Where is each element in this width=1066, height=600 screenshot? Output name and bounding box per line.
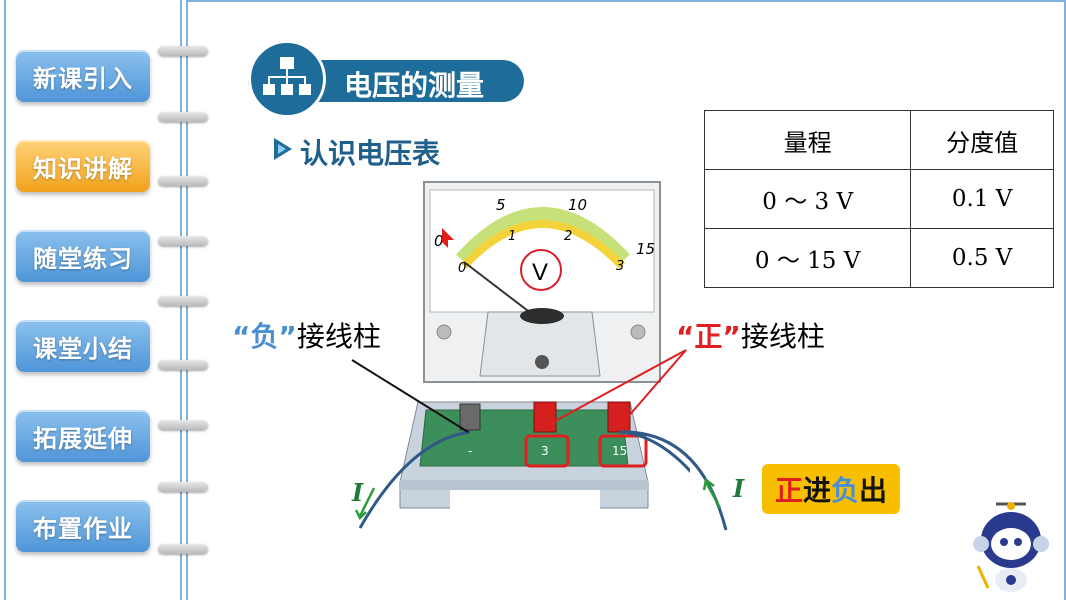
pivot [520, 308, 564, 324]
mount-screw [436, 324, 452, 340]
rule-badge: 正进负出 [762, 464, 900, 514]
current-label-left: I [352, 478, 364, 507]
scale-upper-arc [456, 207, 630, 266]
nav-label: 课堂小结 [33, 334, 133, 363]
binder-ring [158, 236, 208, 246]
table-header: 分度值 [910, 110, 1054, 170]
robot-mascot-icon [973, 502, 1049, 592]
rule-char-negative: 负 [831, 474, 860, 507]
table-cell: 0.5 V [910, 228, 1054, 288]
terminal-label: 15 [612, 444, 627, 458]
highlight-box [524, 434, 570, 468]
binder-ring [158, 360, 208, 370]
current-arrow-icon [702, 477, 715, 491]
negative-quote: “负” [232, 320, 297, 353]
wire-right [621, 430, 690, 474]
negative-terminal-label: “负”接线柱 [232, 315, 381, 355]
current-arrow-icon [354, 509, 367, 521]
binder-ring [158, 482, 208, 492]
wire-left [358, 430, 471, 529]
scale-label: 0 [458, 261, 466, 276]
nav-item-homework[interactable]: 布置作业 [16, 500, 150, 552]
nav-item-summary[interactable]: 课堂小结 [16, 320, 150, 372]
scale-lower-arc [461, 220, 625, 269]
negative-pointer-line [351, 359, 469, 433]
nav-item-knowledge[interactable]: 知识讲解 [16, 140, 150, 192]
positive-terminal-label: “正”接线柱 [676, 315, 825, 355]
current-arrow-icon [358, 487, 376, 517]
binder-ring [158, 46, 208, 56]
scale-label: 15 [636, 240, 655, 258]
nav-label: 随堂练习 [33, 244, 133, 273]
table-cell: 0.1 V [910, 169, 1054, 229]
terminal-label: 3 [541, 444, 549, 458]
nav-label: 布置作业 [33, 514, 133, 543]
frame-line [186, 0, 1066, 2]
voltmeter-illustration: 0 5 10 15 0 1 2 3 V - 3 15 [351, 181, 690, 529]
positive-terminal-15 [607, 401, 631, 433]
nav-label: 拓展延伸 [33, 424, 133, 453]
nav-item-extension[interactable]: 拓展延伸 [16, 410, 150, 462]
table-row: 0 ～ 3 V 0.1 V [703, 169, 1054, 229]
zero-adjust-screw [535, 355, 549, 369]
base-lip [400, 480, 648, 490]
positive-quote: “正” [676, 320, 741, 353]
binder-ring [158, 176, 208, 186]
positive-terminal-3 [533, 401, 557, 433]
play-triangle-icon [272, 136, 294, 166]
highlight-box [598, 434, 648, 468]
rule-char-in: 进 [802, 474, 831, 507]
frame-line [4, 0, 6, 600]
current-label-right: I [733, 474, 745, 503]
positive-pointer-line [545, 349, 687, 427]
zero-arrow-icon [442, 228, 454, 248]
wire-right-tail [620, 430, 728, 531]
table-cell: 0 ～ 3 V [703, 169, 912, 229]
voltmeter-symbol: V [532, 259, 548, 286]
scale-label: 0 [434, 232, 444, 250]
scale-label: 1 [508, 229, 516, 244]
range-table: 量程 分度值 0 ～ 3 V 0.1 V 0 ～ 15 V 0.5 V [703, 110, 1054, 288]
table-cell: 0 ～ 15 V [703, 228, 912, 288]
nav-item-practice[interactable]: 随堂练习 [16, 230, 150, 282]
mount-screw [630, 324, 646, 340]
nav-item-new-lesson[interactable]: 新课引入 [16, 50, 150, 102]
scale-label: 10 [568, 196, 587, 214]
terminal-label: - [468, 444, 472, 458]
scale-label: 3 [616, 259, 624, 274]
rule-char-out: 出 [859, 474, 888, 507]
scale-label: 2 [564, 229, 572, 244]
binder-ring [158, 544, 208, 554]
positive-pointer-line [619, 349, 687, 427]
table-row: 0 ～ 15 V 0.5 V [703, 228, 1054, 288]
binder-ring [158, 112, 208, 122]
negative-text: 接线柱 [296, 320, 381, 353]
section-title: 电压的测量 [344, 69, 485, 102]
subtitle: 认识电压表 [300, 137, 441, 170]
nav-label: 新课引入 [33, 64, 133, 93]
rule-char-positive: 正 [774, 474, 803, 507]
binder-ring [158, 296, 208, 306]
scale-label: 5 [496, 196, 506, 214]
positive-text: 接线柱 [740, 320, 825, 353]
binder-ring [158, 420, 208, 430]
current-arrow-icon [704, 481, 722, 509]
frame-line [1064, 0, 1066, 600]
hierarchy-icon [248, 40, 326, 118]
base-gap [450, 490, 600, 514]
table-header: 量程 [703, 110, 912, 170]
wire-right [620, 430, 728, 531]
negative-terminal [459, 403, 481, 431]
nav-label: 知识讲解 [33, 154, 133, 183]
voltmeter-symbol-circle [520, 249, 562, 291]
